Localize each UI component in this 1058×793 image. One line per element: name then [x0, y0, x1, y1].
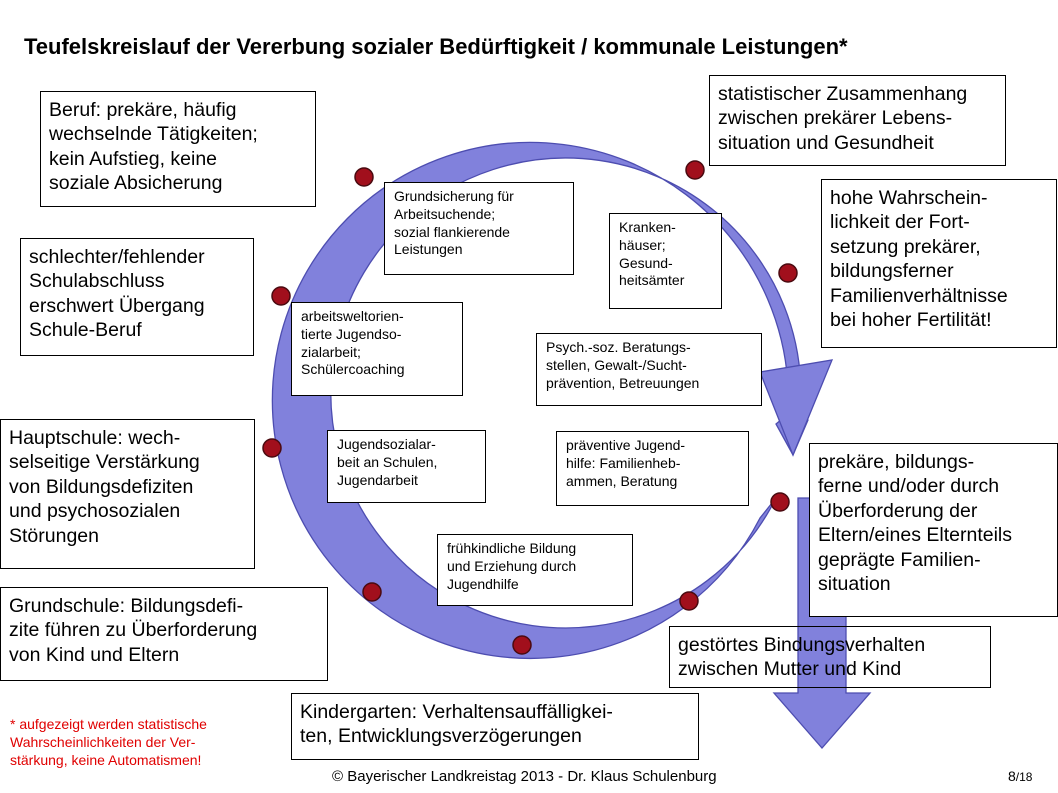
ring-node-familiensituation: [770, 492, 790, 512]
page-number: 8/18: [1008, 768, 1032, 784]
ring-node-hauptschule: [262, 438, 282, 458]
footnote: * aufgezeigt werden statistische Wahrsch…: [10, 716, 207, 768]
box-beruf: Beruf: prekäre, häufig wechselnde Tätigk…: [40, 91, 316, 207]
cycle-ring: [271, 141, 809, 660]
copyright-footer: © Bayerischer Landkreistag 2013 - Dr. Kl…: [332, 768, 717, 785]
box-hauptschule: Hauptschule: wech- selseitige Verstärkun…: [0, 419, 255, 569]
ring-node-fortsetzung: [778, 263, 798, 283]
ring-node-kindergarten: [512, 635, 532, 655]
page-total: /18: [1015, 770, 1033, 784]
inner-schulen: Jugendsozialar- beit an Schulen, Jugenda…: [327, 430, 486, 503]
box-grundschule: Grundschule: Bildungsdefi- zite führen z…: [0, 587, 328, 681]
inner-jugendsozialarbeit: arbeitsweltorien- tierte Jugendso- ziala…: [291, 302, 463, 396]
box-schulabschluss: schlechter/fehlender Schulabschluss ersc…: [20, 238, 254, 356]
diagram-title: Teufelskreislauf der Vererbung sozialer …: [24, 34, 848, 59]
ring-node-schulabschluss: [271, 286, 291, 306]
inner-krankenhaeuser: Kranken- häuser; Gesund- heitsämter: [609, 213, 722, 309]
inner-grundsicherung: Grundsicherung für Arbeitsuchende; sozia…: [384, 182, 574, 275]
box-fortsetzung: hohe Wahrschein- lichkeit der Fort- setz…: [821, 179, 1057, 348]
box-familiensituation: prekäre, bildungs- ferne und/oder durch …: [809, 443, 1058, 617]
page-current: 8: [1008, 768, 1016, 784]
cycle-arrowhead: [759, 359, 834, 457]
box-statistik: statistischer Zusammenhang zwischen prek…: [709, 75, 1006, 166]
ring-node-beruf: [354, 167, 374, 187]
box-bindung: gestörtes Bindungsverhalten zwischen Mut…: [669, 626, 991, 688]
ring-node-bindung: [679, 591, 699, 611]
inner-fruehkindlich: frühkindliche Bildung und Erziehung durc…: [437, 534, 633, 606]
ring-node-grundschule: [362, 582, 382, 602]
ring-node-statistik: [685, 160, 705, 180]
inner-jugendhilfe: präventive Jugend- hilfe: Familienheb- a…: [556, 431, 749, 506]
box-kindergarten: Kindergarten: Verhaltensauffälligkei- te…: [291, 693, 699, 760]
inner-beratung: Psych.-soz. Beratungs- stellen, Gewalt-/…: [536, 333, 762, 406]
